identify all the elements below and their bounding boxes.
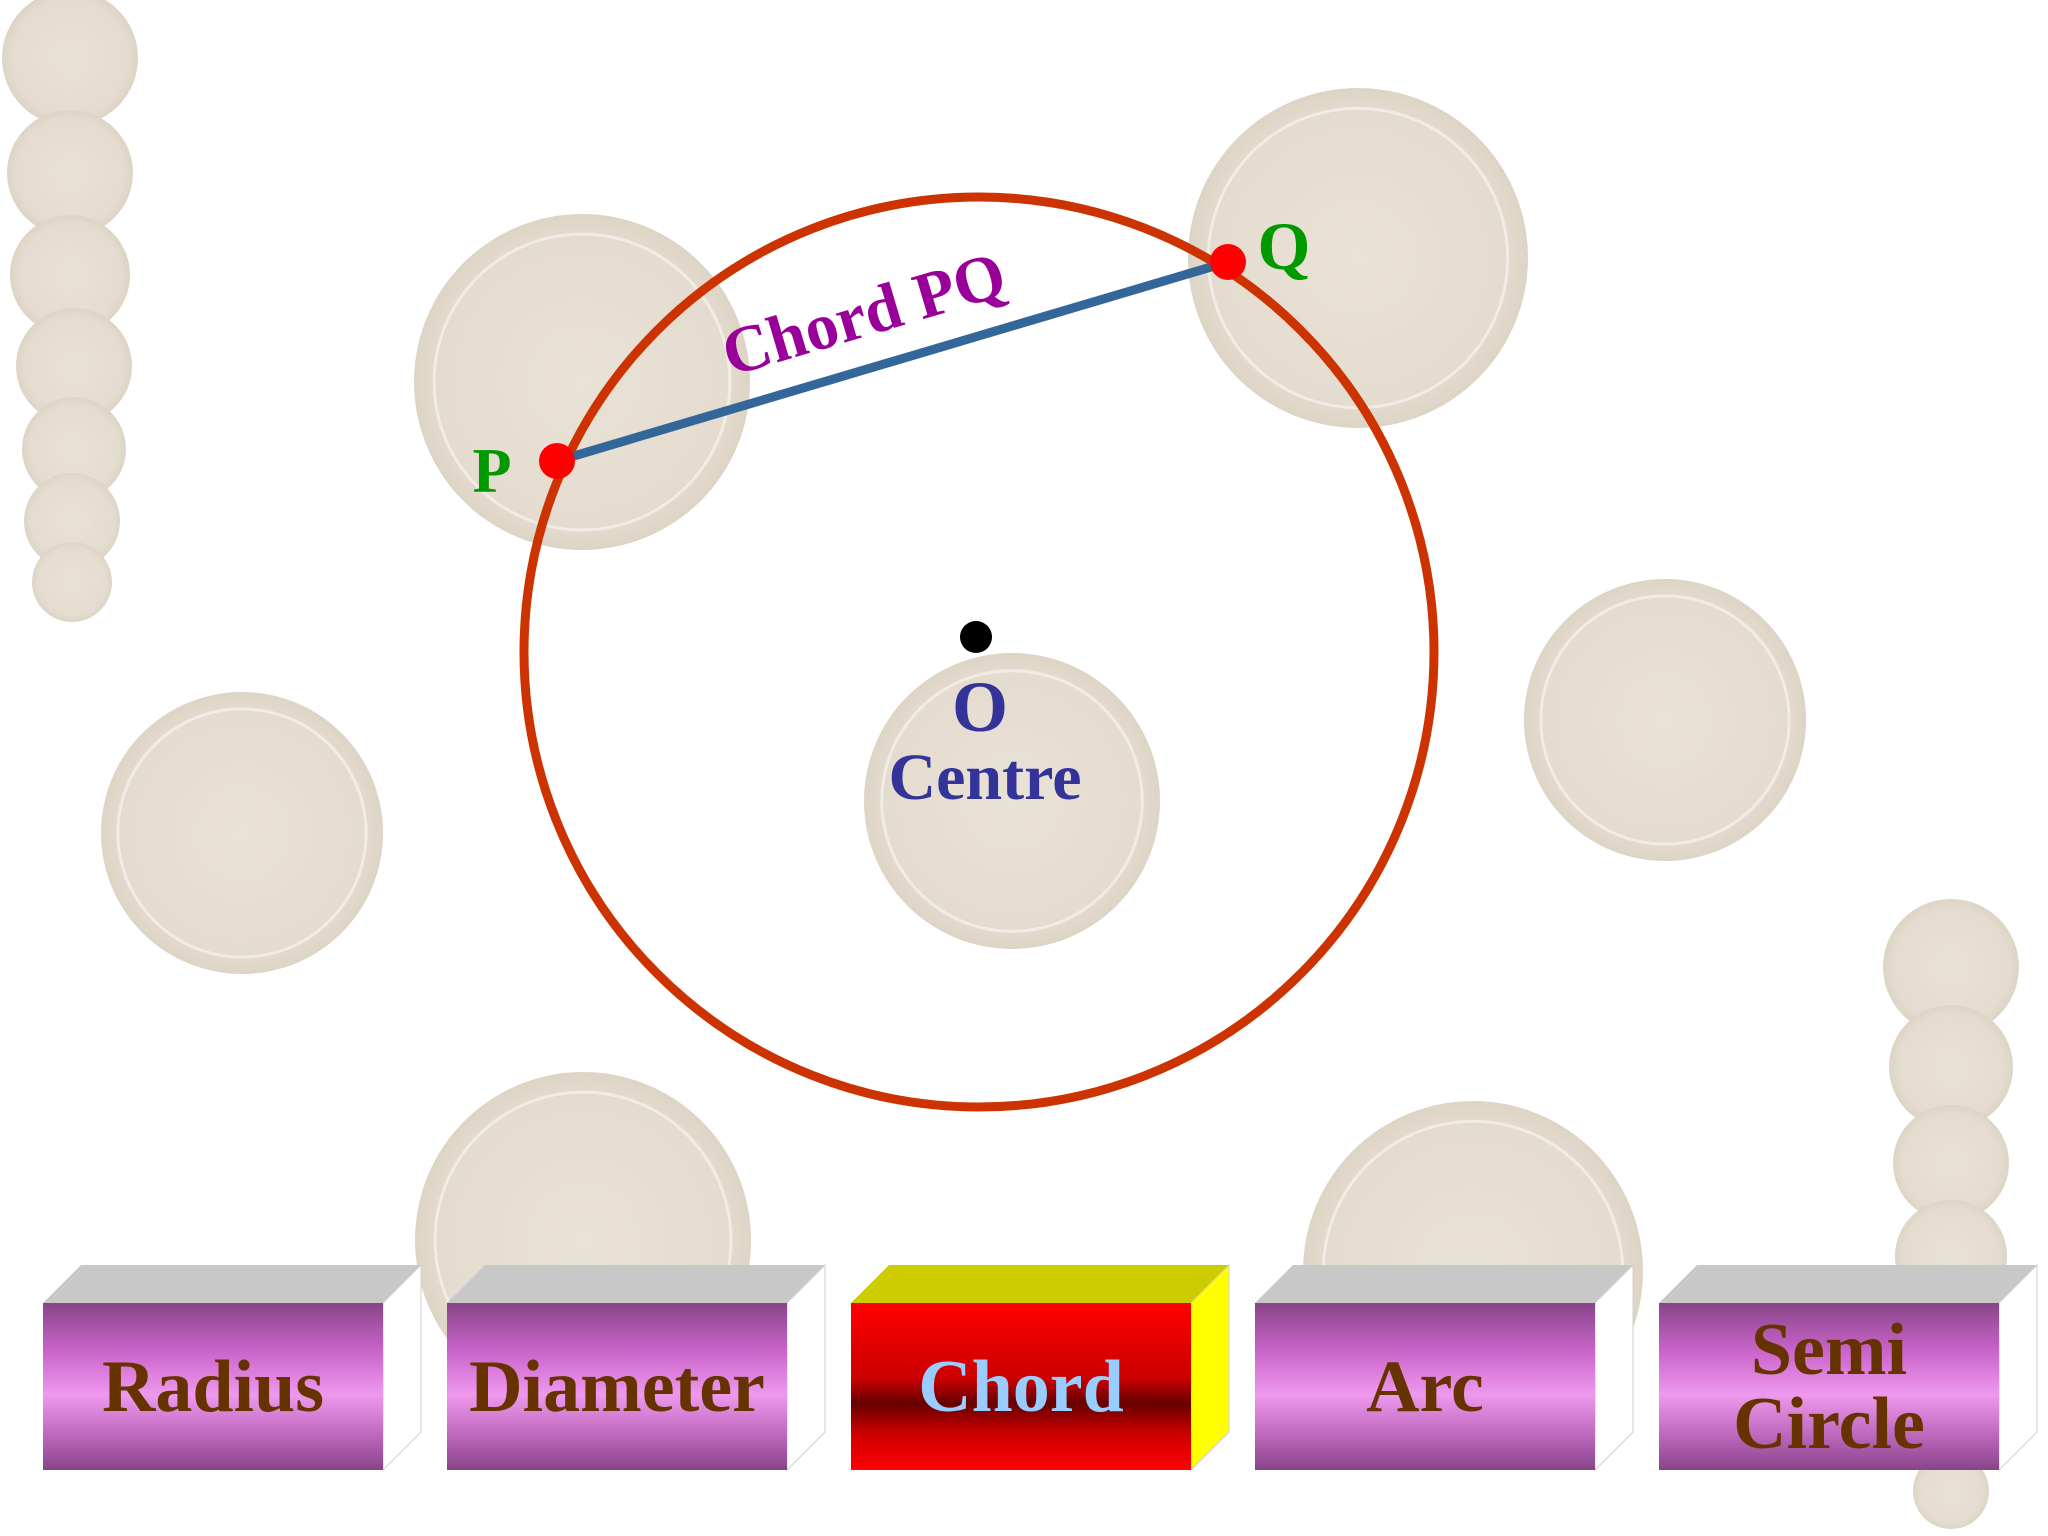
nav-button-label-line: Semi	[1750, 1308, 1908, 1391]
background-disc-ring	[432, 232, 732, 532]
background-disc	[16, 308, 132, 424]
background-disc	[1913, 1453, 1989, 1529]
point-p-label: P	[472, 435, 511, 506]
background-disc	[101, 692, 383, 974]
nav-button-label: Diameter	[447, 1303, 787, 1470]
background-disc-ring	[116, 707, 368, 959]
background-disc-ring	[880, 669, 1144, 933]
background-disc	[1889, 1005, 2013, 1129]
background-disc	[414, 214, 750, 550]
nav-button-label-line: Diameter	[469, 1345, 765, 1428]
centre-caption: Centre	[888, 741, 1081, 814]
point-q-marker	[1210, 244, 1246, 280]
main-circle	[519, 192, 1439, 1112]
background-disc	[7, 110, 133, 236]
centre-letter: O	[952, 667, 1008, 747]
background-disc	[1524, 579, 1806, 861]
background-disc	[24, 473, 120, 569]
centre-dot	[960, 621, 992, 653]
nav-button-label-line: Radius	[101, 1345, 325, 1428]
nav-button-chord[interactable]: Chord	[851, 1263, 1241, 1472]
nav-button-shape	[1659, 1263, 2038, 1472]
point-p-marker	[539, 443, 575, 479]
nav-button-label-line: Chord	[918, 1345, 1124, 1428]
nav-button-shape	[447, 1263, 826, 1472]
background-disc	[32, 542, 112, 622]
nav-button-label: Chord	[851, 1303, 1191, 1470]
nav-button-arc[interactable]: Arc	[1255, 1263, 1645, 1472]
nav-button-label: Radius	[43, 1303, 383, 1470]
nav-button-label-line: Circle	[1733, 1382, 1925, 1465]
background-disc	[1188, 88, 1528, 428]
nav-button-label: Arc	[1255, 1303, 1595, 1470]
nav-button-shape	[1255, 1263, 1634, 1472]
nav-button-radius[interactable]: Radius	[43, 1263, 433, 1472]
background-disc	[864, 653, 1160, 949]
nav-button-shape	[43, 1263, 422, 1472]
nav-button-diameter[interactable]: Diameter	[447, 1263, 837, 1472]
background-disc-ring	[1539, 594, 1791, 846]
nav-button-label-line: Arc	[1366, 1345, 1484, 1428]
background-disc	[10, 215, 130, 335]
background-disc	[1883, 899, 2019, 1035]
chord-pq-line	[555, 257, 1230, 466]
background-disc	[1893, 1105, 2009, 1221]
background-disc	[22, 397, 126, 501]
point-q-label: Q	[1258, 208, 1311, 284]
nav-button-shape	[851, 1263, 1230, 1472]
background-disc	[2, 0, 138, 126]
